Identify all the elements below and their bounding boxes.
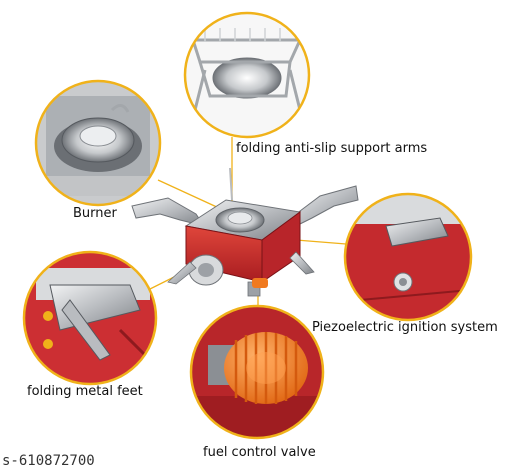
label-burner: Burner [73,206,117,221]
watermark-code: s-610872700 [2,453,95,469]
label-feet: folding metal feet [27,384,143,399]
callout-burner [34,79,162,207]
label-valve: fuel control valve [203,445,316,460]
callout-piezo [343,192,473,322]
callout-valve [189,304,325,440]
label-ignition: Piezoelectric ignition system [312,320,498,335]
stove-main [131,167,359,297]
callout-support-arms [183,11,311,139]
callout-feet [22,250,158,386]
label-support-arms: folding anti-slip support arms [236,141,428,156]
